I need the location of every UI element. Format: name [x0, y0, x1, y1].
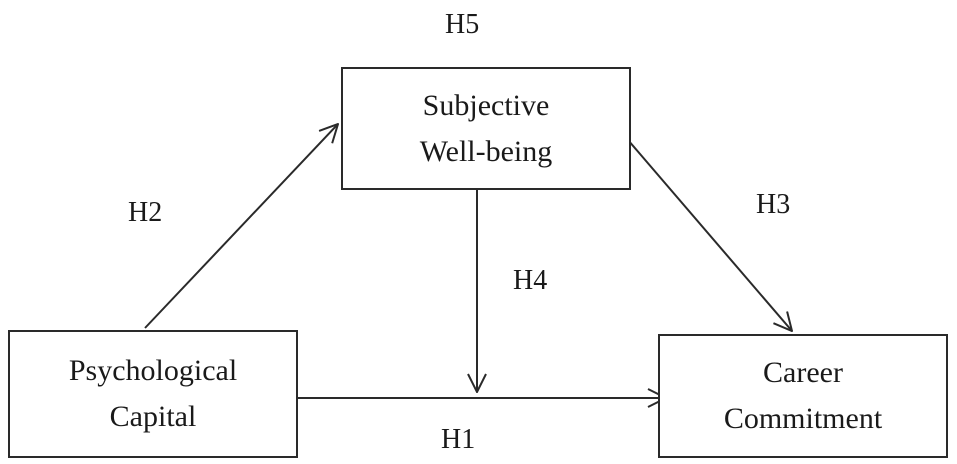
node-subjective-well-being-line1: Subjective	[422, 88, 550, 122]
hypothesis-label-h4: H4	[513, 265, 548, 296]
arrow-h2-pc-to-swb	[144, 124, 338, 329]
hypothesis-label-h2: H2	[128, 197, 163, 228]
hypothesis-label-h3: H3	[756, 189, 791, 220]
node-psychological-capital-line1: Psychological	[68, 354, 238, 387]
node-career-commitment-line2: Commitment	[723, 402, 883, 435]
arrow-h3-swb-to-cc	[627, 139, 792, 331]
hypothesis-label-h5: H5	[445, 9, 480, 40]
node-career-commitment-line1: Career	[763, 356, 843, 389]
hypothesis-label-h1: H1	[441, 424, 476, 455]
node-career-commitment: Career Commitment	[658, 334, 948, 458]
node-subjective-well-being: Subjective Well-being	[341, 67, 631, 190]
node-psychological-capital-line2: Capital	[109, 400, 197, 433]
node-psychological-capital: Psychological Capital	[8, 330, 298, 458]
node-subjective-well-being-line2: Well-being	[419, 134, 553, 168]
